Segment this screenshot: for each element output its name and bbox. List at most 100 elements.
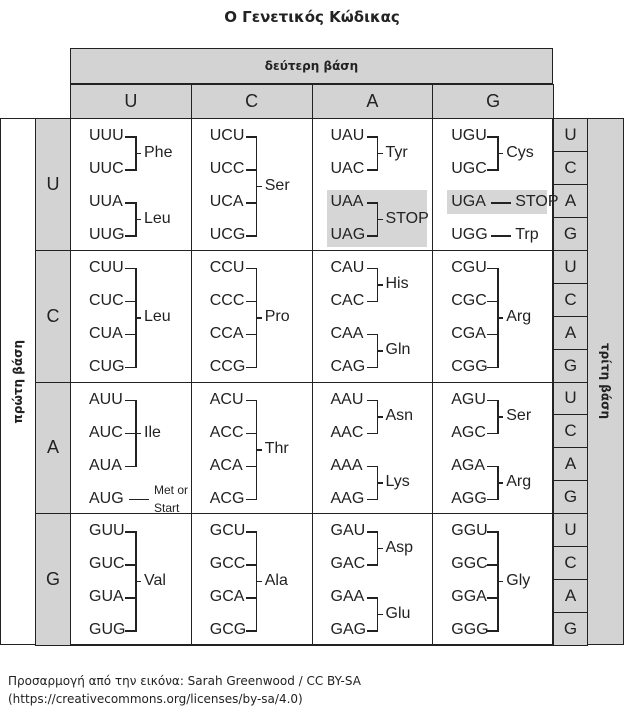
amino-acid-label: Leu (144, 209, 171, 227)
bracket-tick (366, 531, 378, 533)
bracket-tick (125, 366, 136, 369)
third-base-GG: G (553, 612, 588, 646)
amino-acid-label: STOP (385, 209, 429, 227)
amino-acid-label: Ile (144, 423, 161, 441)
codon-UAC: UAC (330, 160, 365, 177)
third-base-GU: U (553, 513, 588, 548)
bracket-arm (135, 317, 141, 319)
bracket-tick (125, 465, 136, 467)
amino-acid-label: Arg (506, 473, 532, 490)
codon-GUA: GUA (89, 588, 124, 606)
amino-acid-label: Ala (264, 571, 288, 589)
amino-acid-label: Trp (515, 226, 539, 243)
bracket-arm (376, 152, 383, 154)
codon-GGA: GGA (451, 588, 487, 606)
codon-ACC: ACC (209, 423, 244, 441)
amino-acid-label: Gln (385, 341, 411, 359)
codon-CAG: CAG (330, 357, 366, 375)
bracket-tick (245, 630, 257, 632)
codon-GAG: GAG (330, 621, 367, 639)
first-base-side: πρώτη βάση (0, 118, 36, 645)
bracket-tick (245, 498, 257, 500)
codon-CAU: CAU (330, 258, 365, 276)
bracket-tick (366, 300, 378, 303)
codon-CCC: CCC (209, 291, 245, 309)
codon-CUG: CUG (89, 357, 125, 375)
bracket-arm (376, 350, 383, 352)
bracket-tick (125, 630, 136, 632)
bracket-tick (245, 300, 257, 303)
codon-ACA: ACA (209, 456, 243, 474)
codon-CUA: CUA (89, 324, 123, 342)
second-base-A: A (311, 84, 434, 119)
third-base-UG: G (553, 216, 588, 251)
bracket-tick (125, 432, 136, 434)
amino-acid-label: Leu (144, 308, 171, 326)
bracket-tick (487, 597, 499, 599)
bracket-tick (125, 235, 136, 237)
third-base-AG: G (553, 480, 588, 515)
bracket-tick (366, 267, 378, 270)
codon-GAU: GAU (330, 522, 366, 540)
codon-CCA: CCA (209, 324, 244, 342)
codon-UGG: UGG (451, 226, 488, 243)
bracket-tick (487, 300, 499, 303)
bracket-arm (376, 547, 383, 550)
page-title: Ο Γενετικός Κώδικας (224, 8, 400, 26)
bracket-tick (366, 333, 378, 336)
bracket-tick (245, 136, 257, 138)
bracket-arm (497, 580, 504, 583)
bracket-arm (497, 482, 504, 484)
bracket-tick (366, 235, 378, 237)
bracket-arm (135, 580, 141, 583)
codon-ACU: ACU (209, 390, 244, 408)
codon-CCG: CCG (209, 357, 246, 375)
codon-AUG: AUG (89, 489, 124, 507)
first-base-label: πρώτη βάση (11, 339, 25, 424)
bracket-tick (366, 202, 378, 204)
codon-GCU: GCU (209, 522, 246, 540)
bracket-arm (135, 218, 141, 220)
bracket-tick (487, 366, 499, 369)
codon-AUA: AUA (89, 456, 122, 474)
bracket-tick (245, 366, 257, 369)
bracket-tick (245, 333, 257, 336)
codon-GCG: GCG (209, 621, 247, 639)
bracket-arm (135, 152, 141, 154)
codon-AUU: AUU (89, 390, 123, 408)
third-base-AC: C (553, 414, 588, 449)
bracket-tick (125, 564, 136, 566)
codon-cell-GG (432, 513, 554, 646)
bracket-arm (376, 416, 383, 418)
amino-acid-label: Ser (506, 407, 532, 424)
bracket-arm (376, 613, 383, 616)
bracket-tick (125, 399, 136, 401)
codon-GAA: GAA (330, 588, 365, 606)
codon-ACG: ACG (209, 489, 245, 507)
bracket-tick (366, 498, 378, 500)
codon-UUC: UUC (89, 160, 124, 177)
codon-AAC: AAC (330, 423, 364, 441)
bracket-arm (135, 432, 141, 434)
codon-AGA: AGA (451, 456, 486, 474)
bracket-tick (245, 432, 257, 434)
amino-acid-label: Phe (144, 143, 173, 161)
codon-CGU: CGU (451, 258, 487, 276)
bracket-tick (366, 432, 378, 434)
bracket-arm (497, 317, 504, 319)
third-base-UU: U (553, 118, 588, 152)
codon-GUC: GUC (89, 555, 125, 573)
amino-acid-label: Asn (385, 407, 414, 424)
codon-AAG: AAG (330, 489, 365, 507)
amino-acid-label: Asp (385, 538, 414, 556)
amino-acid-label: Ser (264, 176, 290, 194)
bracket-tick (125, 136, 136, 138)
codon-AGC: AGC (451, 423, 486, 441)
bracket-tick (125, 300, 136, 303)
amino-acid-label: Thr (264, 440, 289, 457)
bracket-tick (366, 399, 378, 401)
codon-GGG: GGG (451, 621, 489, 639)
em-dash-connector (129, 498, 149, 500)
amino-acid-label: Pro (264, 308, 290, 326)
codon-GGU: GGU (451, 522, 488, 540)
